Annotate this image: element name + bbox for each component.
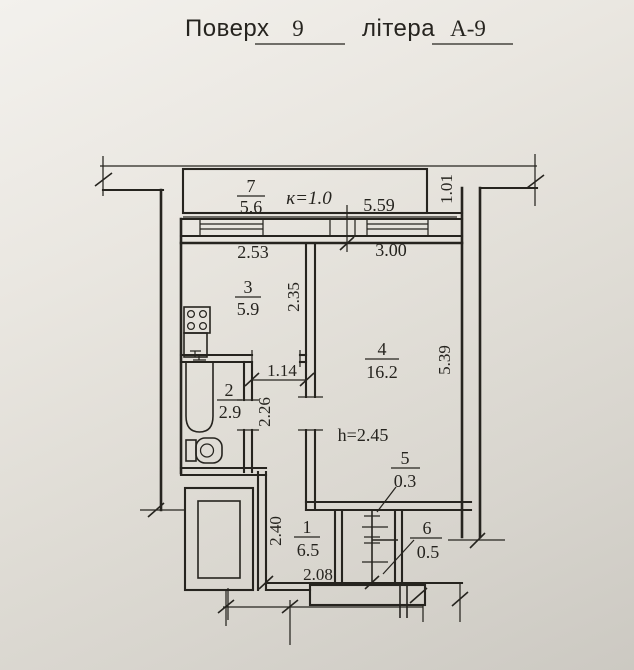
dim-hall-width: 2.08 (303, 565, 333, 584)
dim-bath-depth: 2.26 (255, 397, 274, 427)
shaft-box (183, 486, 255, 592)
dim-living-width: 3.00 (375, 240, 407, 260)
balcony-coefficient: к=1.0 (286, 188, 332, 209)
room-5-label: 5 0.3 (391, 448, 420, 491)
slab-and-break-lines (94, 154, 545, 626)
room-1-number: 1 (303, 517, 312, 537)
room-7-number: 7 (247, 176, 256, 196)
room-2-area: 2.9 (219, 402, 242, 422)
dim-balcony-depth: 1.01 (437, 174, 456, 204)
room-5-number: 5 (401, 448, 410, 468)
kitchen-window-icon (200, 223, 263, 230)
room-4-number: 4 (378, 339, 387, 359)
dim-kitchen-width: 2.53 (237, 242, 269, 262)
living-window-icon (367, 223, 428, 230)
dimension-texts: 5.59 1.01 2.53 3.00 2.35 5.39 1.14 2.26 … (237, 174, 456, 584)
room-2-label: 2 2.9 (217, 380, 242, 422)
room-3-number: 3 (244, 277, 253, 297)
dim-living-depth: 5.39 (435, 345, 454, 375)
dim-balcony-width: 5.59 (363, 195, 395, 215)
room-5-area: 0.3 (394, 471, 417, 491)
room-7-area: 5.6 (240, 197, 263, 217)
room-3-area: 5.9 (237, 299, 260, 319)
floor-value: 9 (292, 16, 304, 41)
dim-kitchen-depth: 2.35 (284, 282, 303, 312)
balcony-outline (181, 167, 464, 215)
interior-walls (179, 241, 473, 592)
sink-icon (183, 332, 208, 358)
room-1-label: 1 6.5 (294, 517, 320, 560)
room-4-area: 16.2 (366, 362, 398, 382)
ceiling-height: h=2.45 (338, 425, 389, 445)
outer-walls (159, 186, 482, 539)
stove-icon (183, 306, 211, 334)
room-3-label: 3 5.9 (235, 277, 261, 319)
bathtub-icon (185, 354, 214, 433)
letter-label: літера (362, 15, 435, 42)
dim-hall-depth: 2.40 (266, 516, 285, 546)
room-4-label: 4 16.2 h=2.45 (338, 339, 399, 445)
letter-value: А-9 (450, 16, 486, 41)
bottom-walls (223, 581, 464, 645)
dimension-marks (183, 216, 457, 590)
toilet-icon (185, 437, 223, 464)
room-7-label: 7 5.6 к=1.0 (237, 176, 332, 217)
floor-label: Поверх (185, 15, 270, 42)
window-band (179, 205, 464, 252)
room-6-area: 0.5 (417, 542, 440, 562)
leader-lines (376, 486, 415, 575)
room-6-label: 6 0.5 (410, 518, 442, 562)
room-2-number: 2 (225, 380, 234, 400)
dim-door-width: 1.14 (267, 361, 297, 380)
closet-partitions (333, 508, 408, 618)
room-1-area: 6.5 (297, 540, 320, 560)
title-block: Поверх 9 літера А-9 (185, 15, 513, 45)
room-6-number: 6 (423, 518, 432, 538)
